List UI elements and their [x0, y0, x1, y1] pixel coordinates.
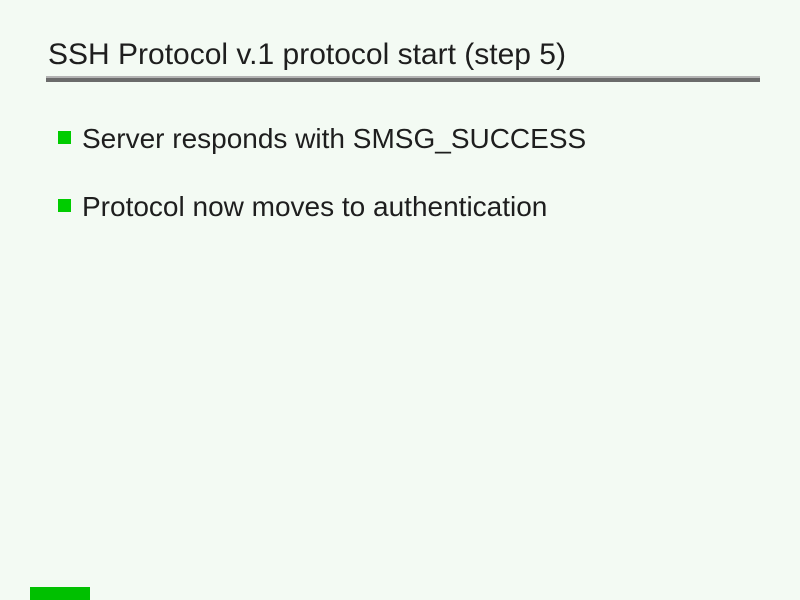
slide-title: SSH Protocol v.1 protocol start (step 5) [48, 38, 566, 71]
slide-progress-gauge [30, 587, 90, 600]
bullet-item: Protocol now moves to authentication [58, 190, 586, 224]
bullet-text: Server responds with SMSG_SUCCESS [82, 123, 587, 154]
bullet-text: Protocol now moves to authentication [82, 191, 548, 222]
bullet-list: Server responds with SMSG_SUCCESS Protoc… [58, 122, 586, 258]
title-underline-rule [46, 76, 760, 82]
bullet-square-icon [58, 199, 71, 212]
bullet-item: Server responds with SMSG_SUCCESS [58, 122, 586, 156]
bullet-square-icon [58, 131, 71, 144]
